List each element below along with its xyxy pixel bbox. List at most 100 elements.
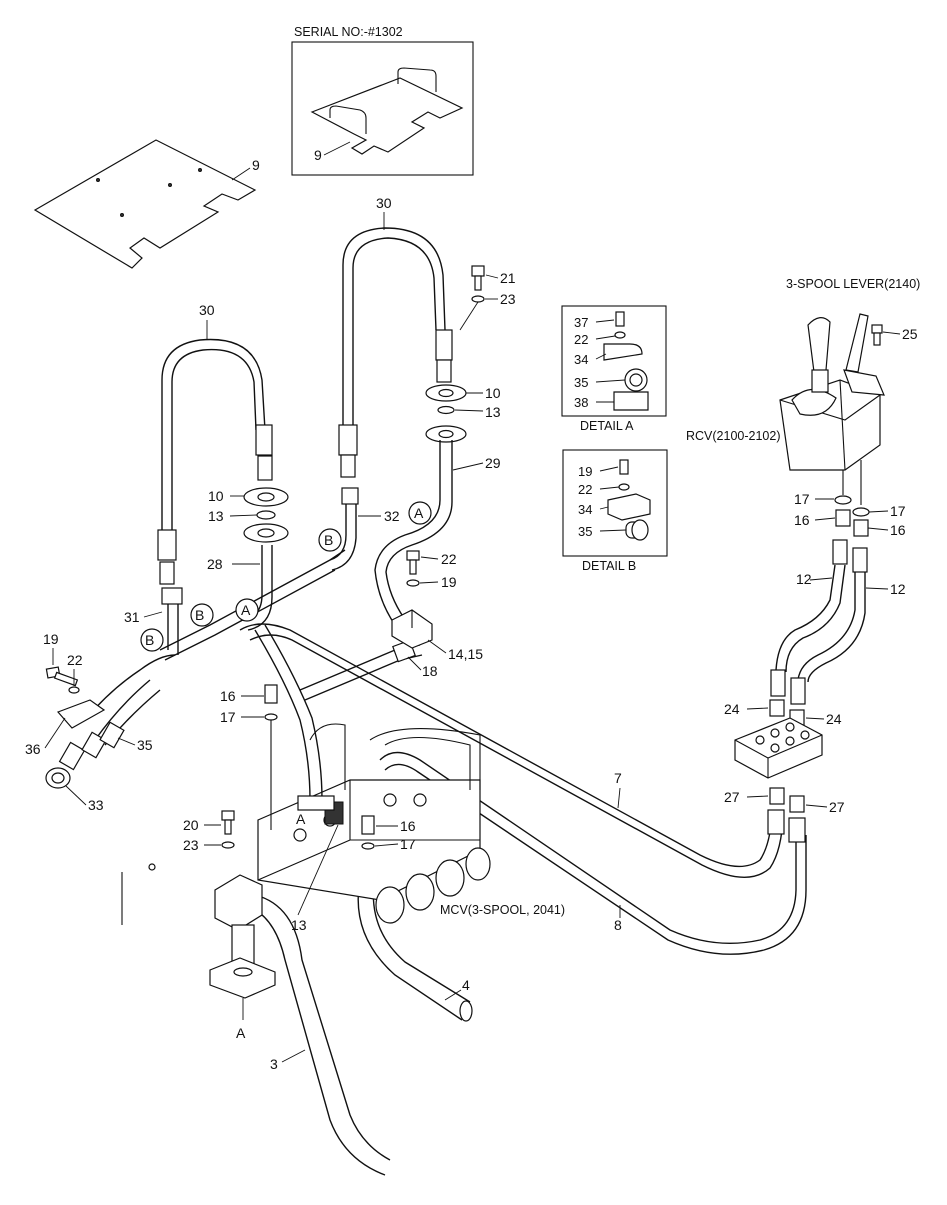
fittings-left: 19 22 31 36 35 33	[25, 609, 163, 813]
detail-a-38: 38	[574, 395, 588, 410]
detail-a-37: 37	[574, 315, 588, 330]
detail-a-caption: DETAIL A	[580, 419, 634, 433]
flange-block-a: A	[209, 874, 276, 1041]
label-23-left: 23	[183, 837, 199, 853]
marker-b-3: B	[145, 632, 154, 648]
fittings-mcv-left: 16 17	[220, 684, 278, 830]
label-23-top: 23	[500, 291, 516, 307]
label-22-center: 22	[441, 551, 457, 567]
caption-rcv: RCV(2100-2102)	[686, 429, 781, 443]
label-32: 32	[384, 508, 400, 524]
rcv-fittings: 17 16 17 16	[794, 491, 906, 573]
label-4: 4	[462, 977, 470, 993]
label-21: 21	[500, 270, 516, 286]
serial-inset: SERIAL NO:-#1302 9	[291, 25, 474, 176]
label-16-center: 16	[400, 818, 416, 834]
label-19-center: 19	[441, 574, 457, 590]
bolt-21: 21 23	[459, 265, 516, 331]
hose-7: 7	[239, 623, 784, 878]
serial-box	[291, 41, 474, 176]
label-31: 31	[124, 609, 140, 625]
label-30-left: 30	[199, 302, 215, 318]
label-24-right: 24	[826, 711, 842, 727]
clamp-14-15: 14,15	[391, 609, 483, 662]
label-10-left: 10	[208, 488, 224, 504]
plate-handle-left	[329, 105, 367, 134]
pipe-32: 32	[329, 487, 400, 571]
fittings-mcv-center: 16 17	[361, 815, 416, 852]
label-36: 36	[25, 741, 41, 757]
label-29: 29	[485, 455, 501, 471]
label-13-bottom: 13	[291, 917, 307, 933]
flange-set-right: 10 13	[425, 384, 501, 443]
detail-b-caption: DETAIL B	[582, 559, 636, 573]
label-20: 20	[183, 817, 199, 833]
detail-b-19: 19	[578, 464, 592, 479]
flange-set-left: 10 13	[208, 487, 289, 543]
marker-a-2: A	[414, 505, 424, 521]
label-8: 8	[614, 917, 622, 933]
label-12-right: 12	[890, 581, 906, 597]
detail-b: 19 22 34 35 DETAIL B	[562, 449, 668, 573]
label-16-rcv-right: 16	[890, 522, 906, 538]
bolt-20: 20 23	[183, 810, 235, 853]
detail-b-34: 34	[578, 502, 592, 517]
label-33: 33	[88, 797, 104, 813]
label-25: 25	[902, 326, 918, 342]
detail-a-22: 22	[574, 332, 588, 347]
label-35: 35	[137, 737, 153, 753]
bolt-22-center: 22 19	[406, 550, 457, 590]
label-13-right: 13	[485, 404, 501, 420]
view-markers: B B B A A A	[140, 501, 432, 827]
label-28: 28	[207, 556, 223, 572]
marker-a-3: A	[296, 811, 306, 827]
label-30-right: 30	[376, 195, 392, 211]
label-24-left: 24	[724, 701, 740, 717]
label-10-right: 10	[485, 385, 501, 401]
detail-b-35: 35	[578, 524, 592, 539]
label-18: 18	[422, 663, 438, 679]
marker-a-bottom: A	[236, 1025, 246, 1041]
label-16-left: 16	[220, 688, 236, 704]
marker-b-1: B	[324, 532, 333, 548]
label-17-rcv-right: 17	[890, 503, 906, 519]
hoses-12: 12 12	[770, 564, 906, 705]
manifold-block: 24 24 27 27	[724, 699, 845, 843]
detail-a-34: 34	[574, 352, 588, 367]
label-9: 9	[252, 157, 260, 173]
detail-a: 37 22 34 35 38 DETAIL A	[561, 305, 667, 433]
label-7: 7	[614, 770, 622, 786]
hose-30-right: 30	[338, 195, 453, 478]
label-27-left: 27	[724, 789, 740, 805]
marker-a-1: A	[241, 602, 251, 618]
pipe-a-to-valve: 13	[254, 624, 339, 933]
label-17-rcv-left: 17	[794, 491, 810, 507]
label-14-15: 14,15	[448, 646, 483, 662]
label-17-center: 17	[400, 836, 416, 852]
hose-8: 8	[379, 751, 807, 955]
plate-handle-right	[397, 67, 437, 92]
label-3: 3	[270, 1056, 278, 1072]
label-27-right: 27	[829, 799, 845, 815]
label-22-left: 22	[67, 652, 83, 668]
floor-plate-outline	[33, 139, 257, 269]
caption-mcv: MCV(3-SPOOL, 2041)	[440, 903, 565, 917]
pipe-29: 29	[374, 440, 501, 626]
detail-a-35: 35	[574, 375, 588, 390]
small-marks	[121, 863, 156, 925]
rcv-lever: 3-SPOOL LEVER(2140) RCV(2100-2102) 25	[686, 277, 920, 505]
label-17-left: 17	[220, 709, 236, 725]
label-19-left: 19	[43, 631, 59, 647]
pipe-18: 18	[299, 639, 438, 701]
floor-plate: 9	[33, 139, 260, 269]
marker-b-2: B	[195, 607, 204, 623]
label-9-inset: 9	[314, 147, 322, 163]
label-12-left: 12	[796, 571, 812, 587]
detail-b-22: 22	[578, 482, 592, 497]
hose-30-left: 30	[157, 302, 273, 585]
detail-b-box	[562, 449, 668, 557]
label-16-rcv-left: 16	[794, 512, 810, 528]
hose-3: 3	[244, 894, 391, 1176]
